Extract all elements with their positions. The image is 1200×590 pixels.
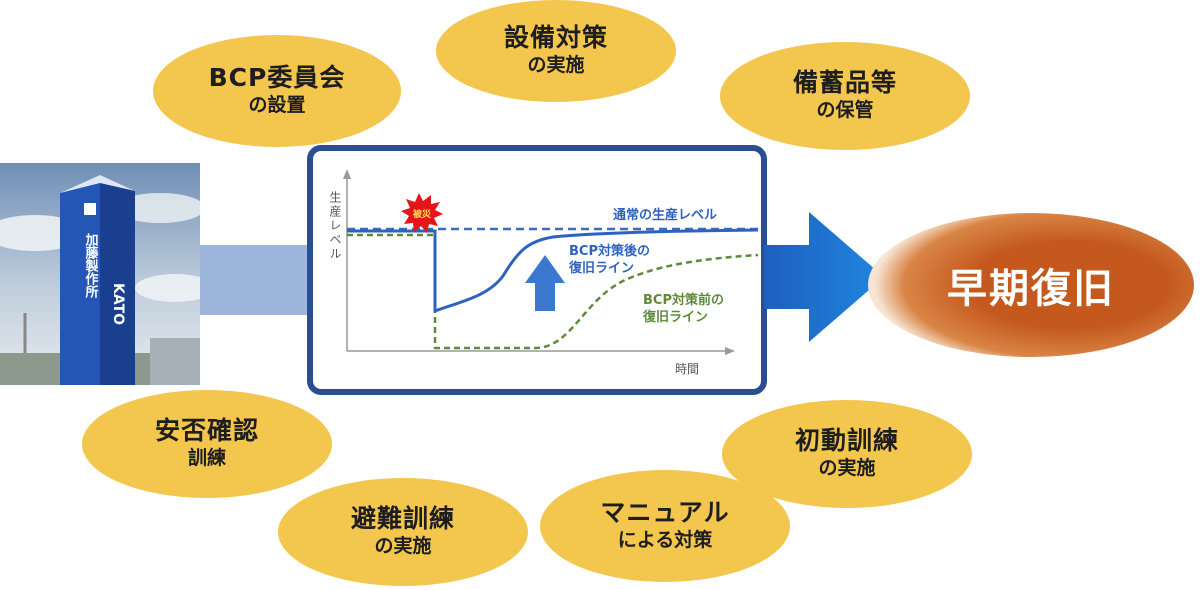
bubble-line1: 避難訓練 <box>350 504 455 534</box>
bubble-initial-response-drill: 初動訓練 の実施 <box>722 400 972 508</box>
bubble-line1: BCP委員会 <box>208 63 346 93</box>
bubble-line2: の保管 <box>816 99 874 122</box>
before-bcp-label-line1: BCP対策前の <box>643 292 724 308</box>
after-bcp-line <box>347 228 759 314</box>
connector-band <box>200 245 310 315</box>
before-bcp-line <box>347 233 759 350</box>
sign-logo: KATO <box>110 283 126 325</box>
after-bcp-label-line1: BCP対策後の <box>569 243 650 259</box>
production-level-chart: 生産レベル 時間 被災 通常の生産レベル BCP対策後の 復旧ライン BCP対策… <box>307 145 767 395</box>
x-axis-arrow-icon <box>725 347 735 355</box>
bubble-bcp-committee: BCP委員会 の設置 <box>153 35 401 147</box>
flow-right-arrow-icon <box>764 212 884 342</box>
before-bcp-label-line2: 復旧ライン <box>642 309 708 325</box>
bubble-line1: マニュアル <box>600 498 730 528</box>
bubble-line1: 安否確認 <box>154 416 259 446</box>
bubble-evacuation-drill: 避難訓練 の実施 <box>278 478 528 586</box>
bubble-line2: による対策 <box>617 529 713 552</box>
disaster-label: 被災 <box>413 208 432 220</box>
bubble-line2: の設置 <box>248 94 306 117</box>
early-recovery-label: 早期復旧 <box>947 266 1115 312</box>
normal-level-label: 通常の生産レベル <box>613 207 717 223</box>
bubble-line1: 備蓄品等 <box>792 68 897 98</box>
bubble-line1: 設備対策 <box>503 23 608 53</box>
sign-company-name: 加藤製作所 <box>83 233 100 299</box>
y-axis-arrow-icon <box>343 169 351 179</box>
after-bcp-label-line2: 復旧ライン <box>568 260 634 276</box>
bubble-line2: 訓練 <box>187 447 226 470</box>
bubble-line2: の実施 <box>818 457 876 480</box>
improvement-up-arrow-icon <box>525 255 565 311</box>
disaster-burst-icon <box>401 193 443 233</box>
x-axis-label: 時間 <box>675 362 699 376</box>
company-sign-photo: 加藤製作所 KATO <box>0 163 200 385</box>
bubble-line1: 初動訓練 <box>794 426 899 456</box>
bubble-line2: の実施 <box>527 54 585 77</box>
y-axis-label: 生産レベル <box>328 191 342 261</box>
bubble-line2: の実施 <box>374 535 432 558</box>
early-recovery-ellipse <box>868 213 1194 357</box>
bubble-manual-measures: マニュアル による対策 <box>540 470 790 582</box>
bubble-stockpile-storage: 備蓄品等 の保管 <box>720 42 970 150</box>
bubble-safety-confirmation: 安否確認 訓練 <box>82 390 332 498</box>
bubble-equipment-measures: 設備対策 の実施 <box>436 0 676 102</box>
